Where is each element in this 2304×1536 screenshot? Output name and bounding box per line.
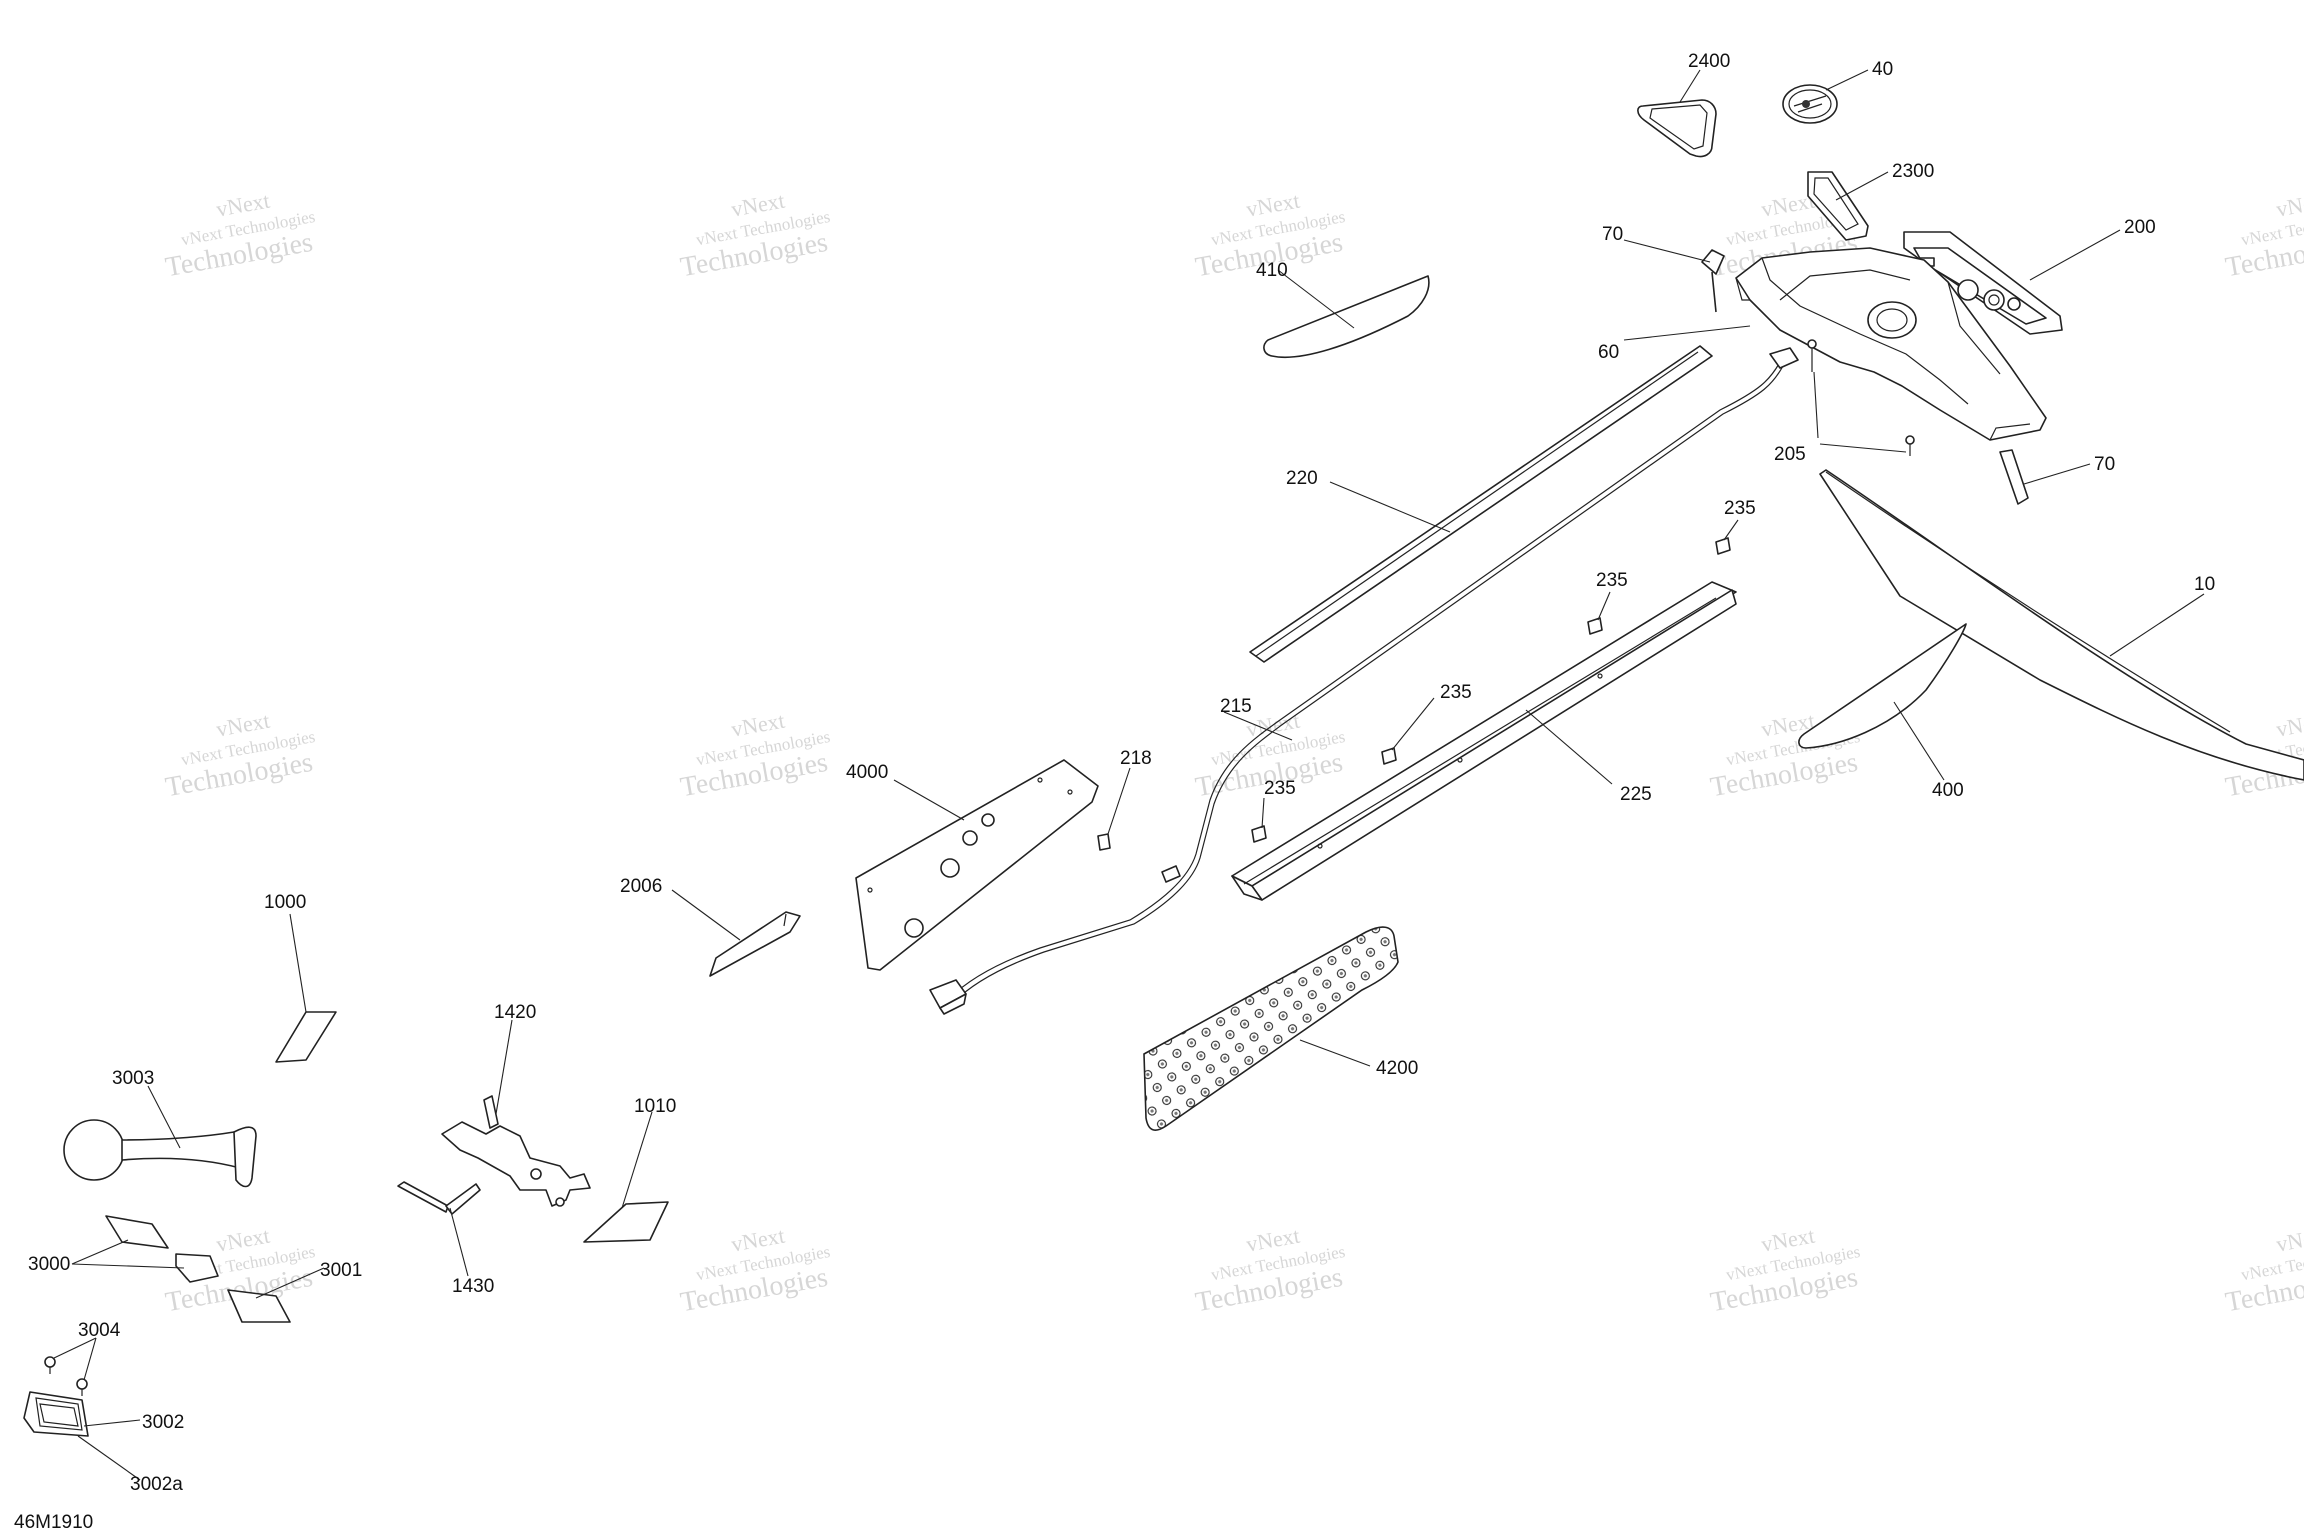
callout-3003[interactable]: 3003 — [112, 1068, 154, 1089]
part-3000-pad-a[interactable] — [105, 1215, 169, 1249]
callout-3002a[interactable]: 3002a — [130, 1474, 183, 1495]
callout-200[interactable]: 200 — [2124, 217, 2156, 238]
part-410-decal[interactable] — [1263, 275, 1430, 359]
part-1430-clip[interactable] — [397, 1181, 481, 1215]
part-218-clip[interactable] — [1097, 833, 1111, 851]
part-205-screw-b[interactable] — [1905, 435, 1915, 456]
callout-400[interactable]: 400 — [1932, 780, 1964, 801]
callout-3002[interactable]: 3002 — [142, 1412, 184, 1433]
watermark: vNext vNext Technologies Technologies — [678, 708, 832, 804]
leader-lines — [53, 69, 2205, 1481]
callout-3004[interactable]: 3004 — [78, 1320, 121, 1341]
watermark: vNext vNext Technologies Technologies — [1193, 188, 1347, 284]
part-235-nut-d[interactable] — [1251, 825, 1267, 843]
part-205-screw-a[interactable] — [1807, 339, 1817, 372]
part-1000-decal[interactable] — [275, 1011, 337, 1063]
part-4000-plate[interactable] — [855, 759, 1099, 971]
watermark-layer: vNext vNext Technologies Technologies vN… — [163, 188, 2304, 1319]
callout-235[interactable]: 235 — [1724, 498, 1756, 519]
callout-40[interactable]: 40 — [1872, 59, 1893, 80]
part-60-housing[interactable] — [1735, 247, 2047, 441]
callout-410[interactable]: 410 — [1256, 260, 1288, 281]
part-235-nut-c[interactable] — [1381, 747, 1397, 765]
parts-layer — [23, 84, 2304, 1437]
watermark: vNext vNext Technologies Technologies — [163, 708, 317, 804]
callout-220[interactable]: 220 — [1286, 468, 1318, 489]
callout-3001[interactable]: 3001 — [320, 1260, 362, 1281]
part-70-clip-upper[interactable] — [1701, 249, 1725, 313]
part-3001-pad[interactable] — [227, 1289, 291, 1323]
watermark: vNext vNext Technologies Technologies — [2223, 1223, 2304, 1319]
callout-70[interactable]: 70 — [2094, 454, 2115, 475]
callout-layer: 2400 40 2300 200 70 410 60 205 70 220 23… — [14, 51, 2215, 1533]
callout-2006[interactable]: 2006 — [620, 876, 662, 897]
callout-4200[interactable]: 4200 — [1376, 1058, 1418, 1079]
callout-1010[interactable]: 1010 — [634, 1096, 676, 1117]
part-2300-frame[interactable] — [1807, 171, 1869, 241]
part-220-strip[interactable] — [1249, 345, 1713, 663]
part-1010-decal[interactable] — [583, 1201, 669, 1243]
callout-2400[interactable]: 2400 — [1688, 51, 1730, 72]
callout-2300[interactable]: 2300 — [1892, 161, 1934, 182]
part-3004-screw-a[interactable] — [44, 1356, 56, 1374]
callout-218[interactable]: 218 — [1120, 748, 1152, 769]
part-235-nut-a[interactable] — [1715, 537, 1731, 555]
callout-235[interactable]: 235 — [1440, 682, 1472, 703]
part-3000-pad-b[interactable] — [175, 1253, 219, 1283]
svg-text:vNext: vNext — [2274, 708, 2304, 742]
watermark: vNext vNext Technologies Technologies — [678, 1223, 832, 1319]
part-3003-horn[interactable] — [63, 1119, 257, 1188]
callout-4000[interactable]: 4000 — [846, 762, 888, 783]
part-40-emblem[interactable] — [1782, 84, 1838, 124]
part-10-panel[interactable] — [1819, 469, 2304, 781]
callout-215[interactable]: 215 — [1220, 696, 1252, 717]
diagram-id: 46M1910 — [14, 1512, 93, 1533]
part-3004-screw-b[interactable] — [76, 1378, 88, 1396]
part-225-rail[interactable] — [1231, 581, 1737, 901]
part-200-gauge[interactable] — [1903, 231, 2063, 335]
part-3002-housing[interactable] — [23, 1391, 89, 1437]
watermark: vNext vNext Technologies Technologies — [1193, 1223, 1347, 1319]
svg-text:vNext: vNext — [2274, 188, 2304, 222]
watermark: vNext vNext Technologies Technologies — [678, 188, 832, 284]
part-400-decal[interactable] — [1798, 623, 1967, 749]
part-70-clip-lower[interactable] — [1999, 449, 2029, 505]
callout-1420[interactable]: 1420 — [494, 1002, 536, 1023]
callout-1000[interactable]: 1000 — [264, 892, 306, 913]
part-4200-footrest[interactable] — [1143, 926, 1399, 1131]
part-215-harness[interactable] — [929, 347, 1799, 1015]
callout-205[interactable]: 205 — [1774, 444, 1806, 465]
part-235-nut-b[interactable] — [1587, 617, 1603, 635]
callout-235[interactable]: 235 — [1596, 570, 1628, 591]
watermark: vNext vNext Technologies Technologies — [163, 188, 317, 284]
callout-60[interactable]: 60 — [1598, 342, 1619, 363]
part-1420-bracket[interactable] — [441, 1095, 591, 1207]
part-2006-label[interactable] — [709, 911, 801, 977]
callout-1430[interactable]: 1430 — [452, 1276, 494, 1297]
callout-70[interactable]: 70 — [1602, 224, 1623, 245]
watermark: vNext vNext Technologies Technologies — [1708, 1223, 1862, 1319]
callout-3000[interactable]: 3000 — [28, 1254, 70, 1275]
part-2400-gasket[interactable] — [1637, 99, 1717, 158]
watermark: vNext vNext Technologies Technologies — [2223, 188, 2304, 284]
callout-225[interactable]: 225 — [1620, 784, 1652, 805]
callout-10[interactable]: 10 — [2194, 574, 2215, 595]
svg-text:vNext: vNext — [2274, 1223, 2304, 1257]
callout-235[interactable]: 235 — [1264, 778, 1296, 799]
